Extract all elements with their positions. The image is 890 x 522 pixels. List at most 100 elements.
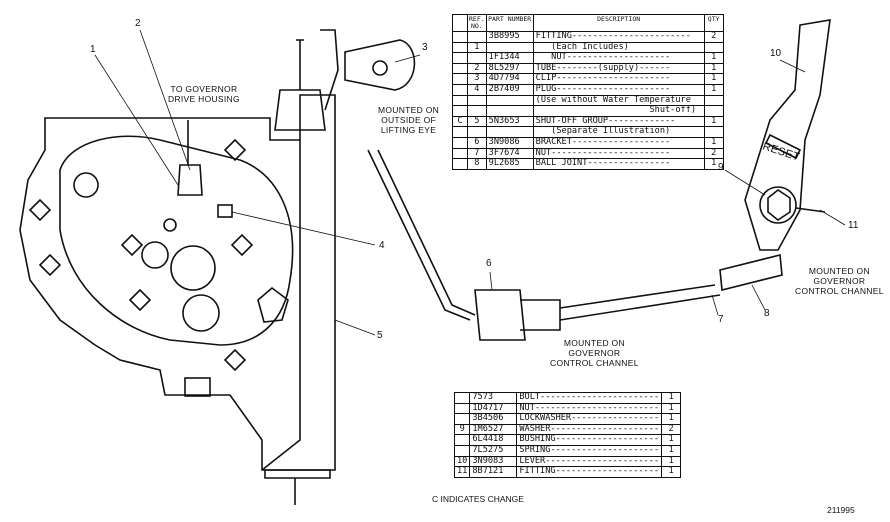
cell-part xyxy=(485,105,534,117)
cell-c xyxy=(452,147,468,160)
col-qty: QTY xyxy=(703,14,724,32)
label-control-channel-right: MOUNTED ON GOVERNOR CONTROL CHANNEL xyxy=(795,266,884,296)
col-desc: DESCRIPTION xyxy=(532,14,705,32)
cell-desc: CLIP---------------------- xyxy=(532,73,705,85)
cell-ref: 1 xyxy=(467,41,487,54)
callout-8: 8 xyxy=(764,308,770,319)
cell-desc: (Use without Water Temperature xyxy=(532,94,705,107)
col-change xyxy=(452,14,468,32)
cell-ref: 10 xyxy=(453,455,471,468)
label-line: MOUNTED ON xyxy=(378,105,440,115)
cell-qty xyxy=(703,126,724,138)
bracket-6 xyxy=(474,289,526,341)
cell-part: 3N9083 xyxy=(469,455,518,468)
table-row: (Separate Illustration) xyxy=(452,126,724,138)
cell-ref: 9 xyxy=(453,423,471,436)
cell-ref xyxy=(453,413,471,425)
cell-part xyxy=(485,94,534,107)
control-tube xyxy=(367,149,471,321)
table-row: 1 (Each Includes) xyxy=(452,41,724,54)
cell-desc: BOLT----------------------- xyxy=(516,392,663,404)
cell-c xyxy=(452,41,468,54)
cell-part xyxy=(485,41,534,54)
label-lifting-eye: MOUNTED ON OUTSIDE OF LIFTING EYE xyxy=(378,105,439,135)
cell-ref xyxy=(467,94,487,107)
col-part: PART NUMBER xyxy=(485,14,534,32)
label-line: MOUNTED ON xyxy=(808,266,870,276)
cell-desc: (Separate Illustration) xyxy=(532,126,705,138)
callout-5: 5 xyxy=(377,330,383,341)
cell-qty: 1 xyxy=(661,466,682,478)
cell-ref: 8 xyxy=(467,158,487,170)
cell-ref xyxy=(467,105,487,117)
cell-qty xyxy=(703,41,724,54)
label-line: CONTROL CHANNEL xyxy=(795,286,884,296)
cell-desc: BUSHING-------------------- xyxy=(516,434,663,446)
cell-ref xyxy=(467,52,487,64)
cell-qty: 2 xyxy=(703,31,724,43)
label-governor-drive: TO GOVERNOR DRIVE HOUSING xyxy=(168,84,240,104)
cell-part: 6L4418 xyxy=(469,434,518,446)
cell-desc: NUT------------------------ xyxy=(516,402,663,415)
bolt-heads xyxy=(28,138,289,372)
label-line: MOUNTED ON xyxy=(563,338,625,348)
cell-desc: PLUG---------------------- xyxy=(532,83,705,96)
cell-c xyxy=(452,105,468,117)
cell-part: 5N3653 xyxy=(485,115,534,128)
cell-qty: 2 xyxy=(661,423,682,436)
cell-ref: 6 xyxy=(467,136,487,149)
cell-qty: 1 xyxy=(703,83,724,96)
cell-ref xyxy=(453,434,471,446)
label-line: TO GOVERNOR xyxy=(170,84,238,94)
cell-c xyxy=(452,62,468,75)
cell-ref: 2 xyxy=(467,62,487,75)
cell-ref: 7 xyxy=(467,147,487,160)
cell-qty: 1 xyxy=(703,62,724,75)
cell-desc: LEVER---------------------- xyxy=(516,455,663,468)
cell-part: 8L5297 xyxy=(485,62,534,75)
cell-desc: FITTING-------------------- xyxy=(516,466,663,478)
cell-ref xyxy=(467,31,487,43)
label-control-channel-mid: MOUNTED ON GOVERNOR CONTROL CHANNEL xyxy=(550,338,639,368)
cell-part: 1M6527 xyxy=(469,423,518,436)
lever-10 xyxy=(744,19,831,251)
callout-11: 11 xyxy=(848,220,859,231)
table-row: Shut-off) xyxy=(452,105,724,117)
cell-ref xyxy=(453,392,471,404)
label-line: OUTSIDE OF xyxy=(381,115,437,125)
label-line: CONTROL CHANNEL xyxy=(550,358,639,368)
cell-desc: NUT----------------------- xyxy=(532,147,705,160)
parts-table-main: REF. NO. PART NUMBER DESCRIPTION QTY 3B8… xyxy=(452,14,724,170)
callout-1: 1 xyxy=(90,44,96,55)
cell-qty: 1 xyxy=(661,444,682,457)
label-line: DRIVE HOUSING xyxy=(168,94,240,104)
governor-housing xyxy=(19,94,336,471)
cell-desc: Shut-off) xyxy=(532,105,705,117)
change-note: C INDICATES CHANGE xyxy=(432,494,524,504)
cell-qty: 1 xyxy=(661,413,682,425)
cell-c xyxy=(452,94,468,107)
label-line: GOVERNOR xyxy=(568,348,621,358)
ball-joint-8 xyxy=(719,253,783,292)
cell-desc: LOCKWASHER----------------- xyxy=(516,413,663,425)
cell-qty: 1 xyxy=(703,73,724,85)
lever-pivot xyxy=(759,186,797,224)
cell-c: C xyxy=(452,115,468,128)
cell-part: 2B7409 xyxy=(485,83,534,96)
plug-4 xyxy=(217,204,233,218)
cell-desc: WASHER--------------------- xyxy=(516,423,663,436)
cell-ref xyxy=(453,444,471,457)
cell-qty xyxy=(703,94,724,107)
cell-qty: 1 xyxy=(703,115,724,128)
cell-qty: 1 xyxy=(703,136,724,149)
cell-qty: 1 xyxy=(703,158,724,170)
